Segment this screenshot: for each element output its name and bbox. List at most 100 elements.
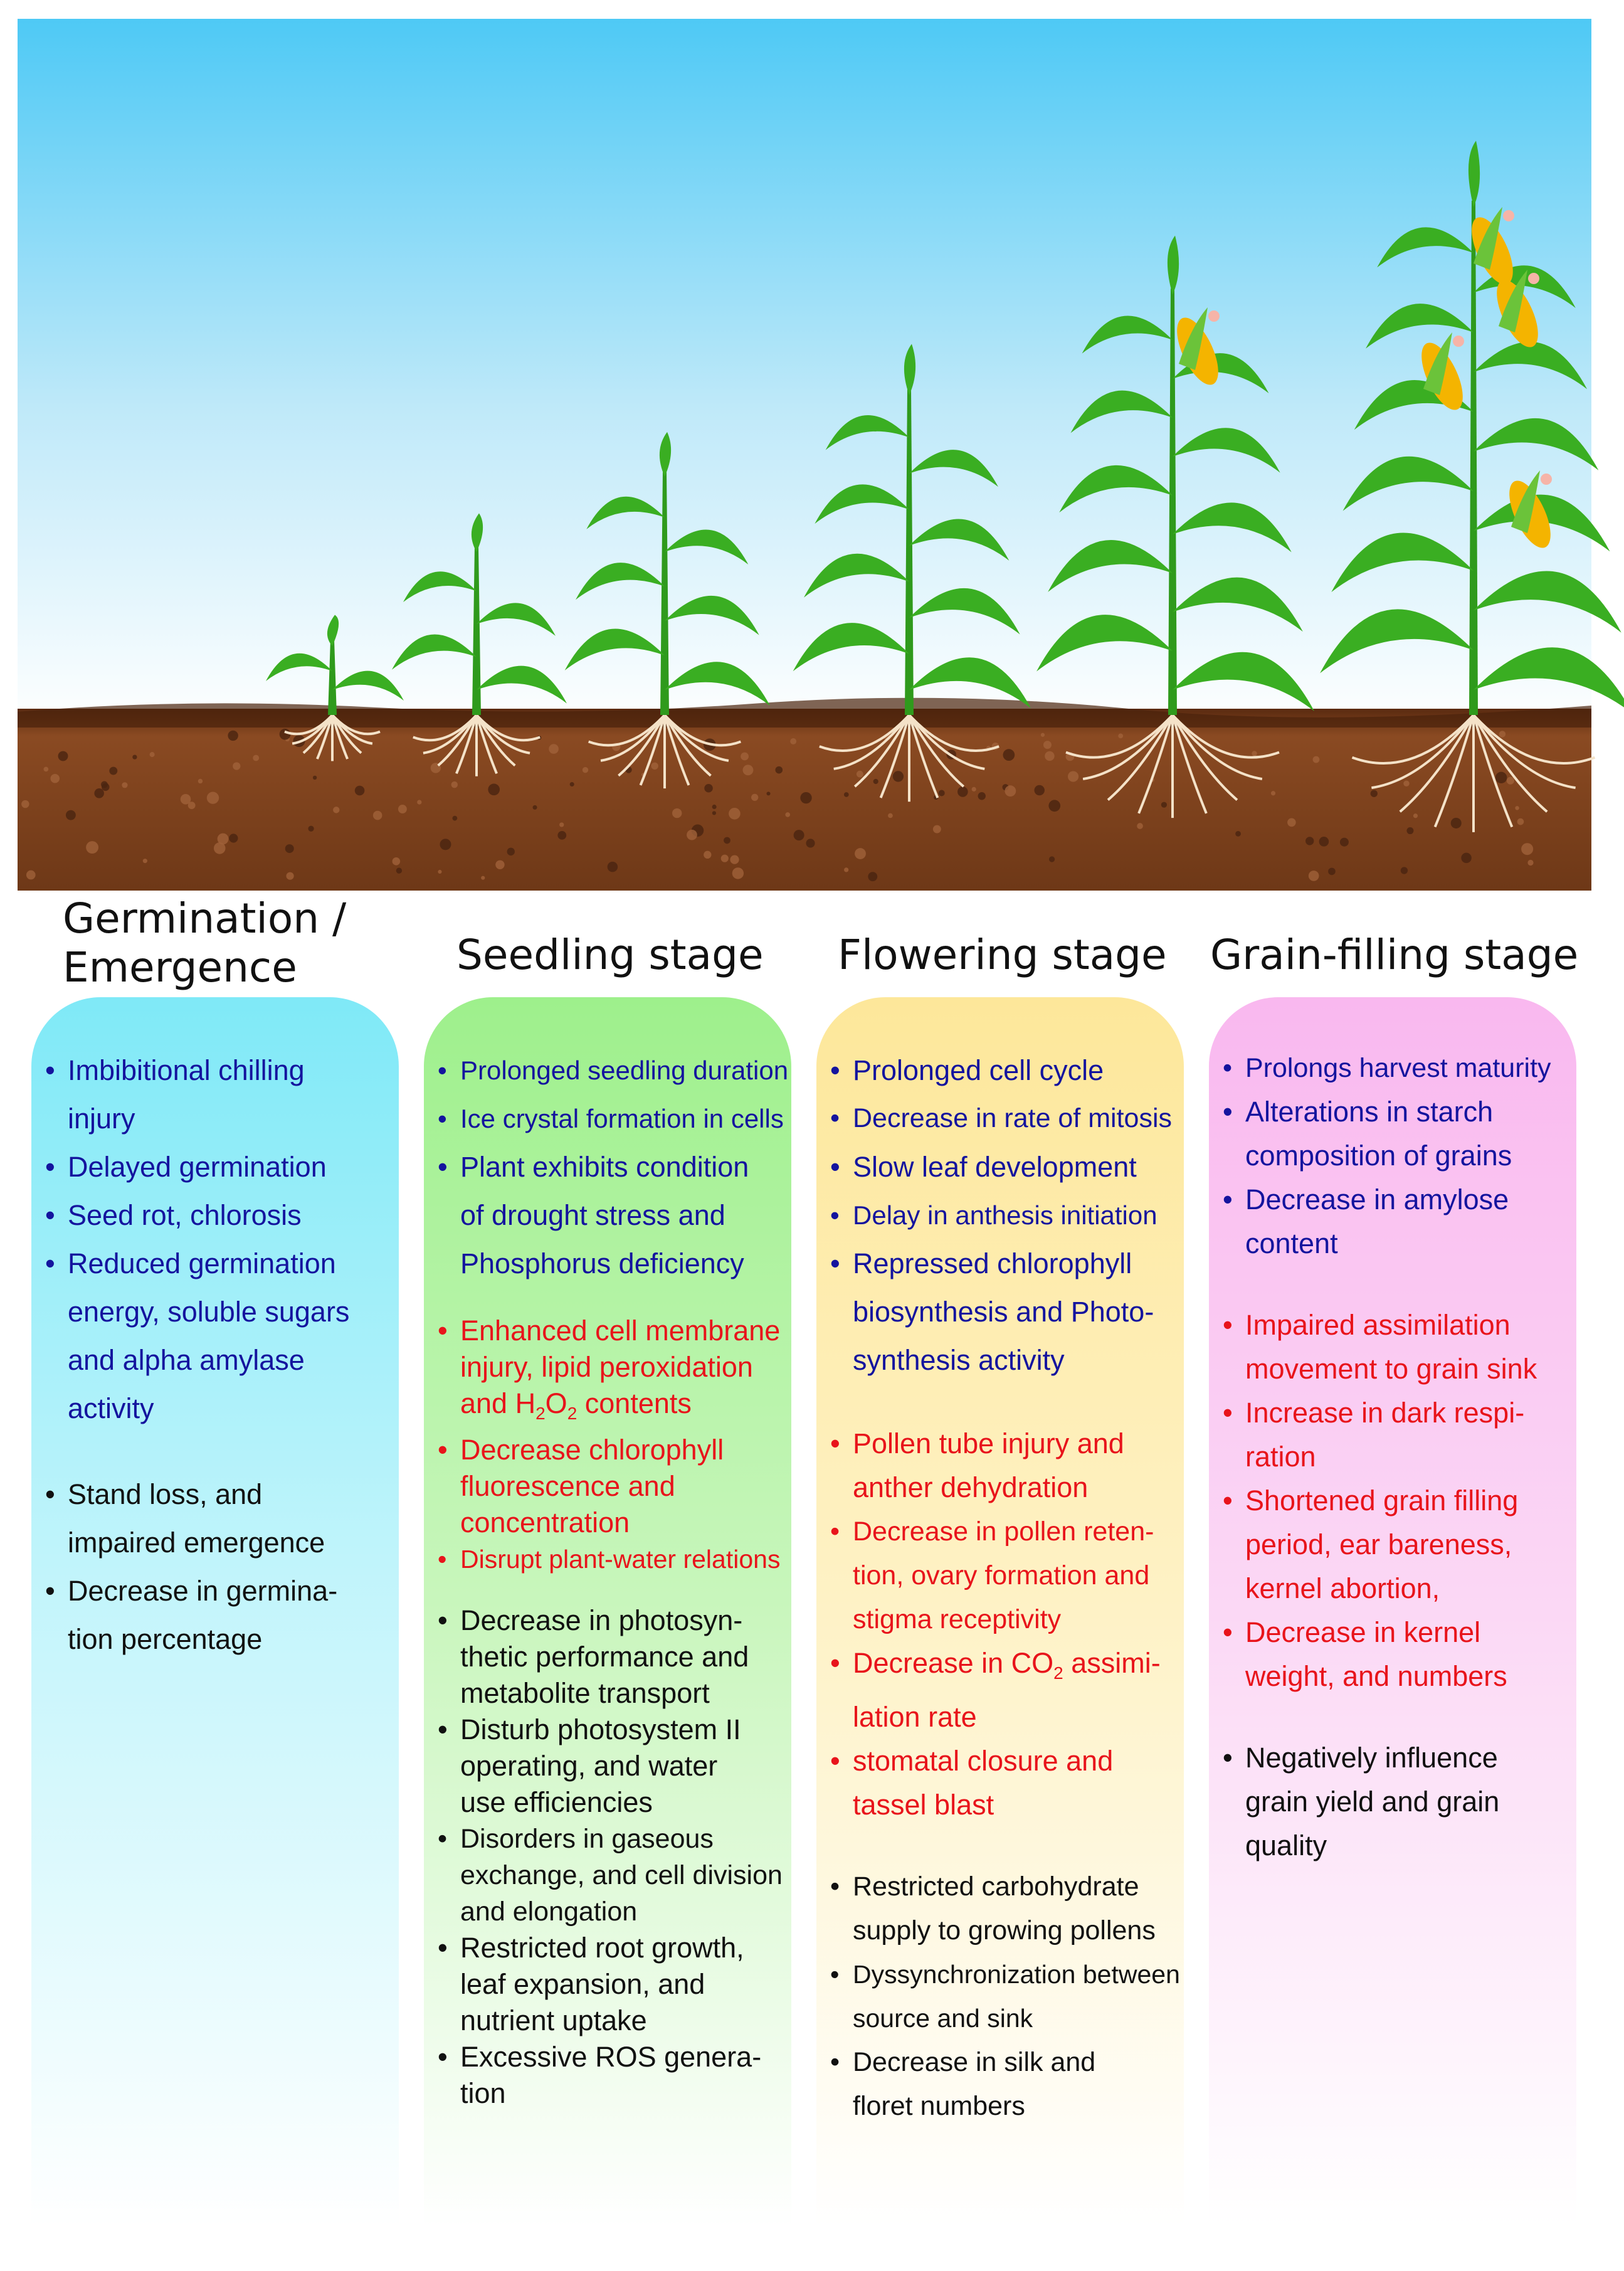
leaf [332, 670, 404, 701]
leaf [1342, 456, 1474, 511]
leaf [1474, 494, 1610, 552]
pebble [741, 752, 749, 761]
pebble [1040, 733, 1045, 737]
effect-item: Excessive ROS genera-tion [438, 2039, 791, 2112]
stalk [472, 546, 481, 715]
pebble [732, 867, 744, 879]
leaf [392, 634, 477, 670]
corn-plant [392, 513, 567, 776]
pebble [100, 781, 108, 788]
root [1472, 714, 1596, 765]
husk [1179, 307, 1208, 370]
pebble [1403, 780, 1410, 786]
pebble [213, 842, 226, 854]
pebble [557, 830, 567, 840]
root [588, 714, 666, 747]
leaf [1173, 502, 1292, 553]
pebble [806, 839, 815, 848]
pebble [1499, 731, 1506, 738]
pebble [1004, 785, 1016, 797]
effect-item: Slow leaf development [830, 1143, 1184, 1191]
pebble [1406, 827, 1414, 835]
leaf [1474, 647, 1624, 707]
root [853, 714, 910, 788]
leaf [904, 344, 916, 395]
pebble [532, 805, 537, 810]
leaf [266, 653, 332, 681]
stalk [1469, 201, 1478, 715]
pebble [1308, 871, 1319, 881]
pebble [978, 792, 986, 800]
root [1082, 714, 1174, 781]
pebble [1319, 837, 1329, 847]
leaf [403, 571, 477, 603]
pebble [451, 781, 458, 788]
leaf [1173, 577, 1303, 632]
pebble [1517, 818, 1524, 825]
root [423, 714, 478, 754]
pebble [938, 790, 945, 797]
stage-title-grain-filling: Grain-filling stage [1210, 931, 1579, 979]
root [663, 714, 712, 777]
root [618, 714, 666, 777]
pebble [729, 807, 741, 820]
pebble [672, 808, 682, 818]
pebble [354, 785, 365, 796]
leaf [1366, 304, 1474, 349]
pebble [286, 872, 294, 880]
root [663, 714, 742, 747]
pebble [1252, 751, 1257, 756]
pebble [873, 778, 878, 785]
pebble [1161, 802, 1168, 808]
pebble [932, 825, 941, 834]
pebble [253, 754, 260, 761]
root [331, 714, 381, 736]
root [1472, 714, 1514, 828]
effect-item: Decrease in photosyn-thetic performance … [438, 1602, 791, 1712]
leaf [1331, 532, 1474, 592]
pebble [582, 766, 589, 773]
silk [1208, 310, 1220, 322]
pebble [65, 810, 76, 820]
leaf [1082, 315, 1173, 354]
effect-item: Delay in anthesis initiation [830, 1191, 1184, 1239]
pebble [1450, 817, 1462, 828]
root [475, 714, 540, 742]
root [475, 714, 516, 767]
pebble [1048, 856, 1055, 862]
pebble [1048, 800, 1061, 812]
effect-item: Seed rot, chlorosis [45, 1191, 399, 1239]
root [1472, 714, 1576, 790]
pebble [1270, 791, 1276, 796]
root [908, 714, 965, 788]
pebble [868, 872, 878, 882]
effect-item: Decrease in germina-tion percentage [45, 1567, 399, 1663]
pebble [132, 754, 137, 760]
leaf [909, 657, 1031, 709]
pebble [1413, 813, 1418, 818]
pebble [308, 825, 314, 832]
effect-item: Decrease in rate of mitosis [830, 1094, 1184, 1143]
stage-title-flowering: Flowering stage [838, 931, 1167, 979]
pebble [1328, 867, 1336, 876]
pebble [1305, 837, 1314, 845]
pebble [333, 807, 340, 813]
husk [1511, 470, 1540, 533]
corn-plant [1320, 140, 1624, 832]
pebble [229, 834, 238, 843]
root [1171, 714, 1263, 781]
leaf [909, 588, 1020, 635]
plants [266, 140, 1624, 832]
